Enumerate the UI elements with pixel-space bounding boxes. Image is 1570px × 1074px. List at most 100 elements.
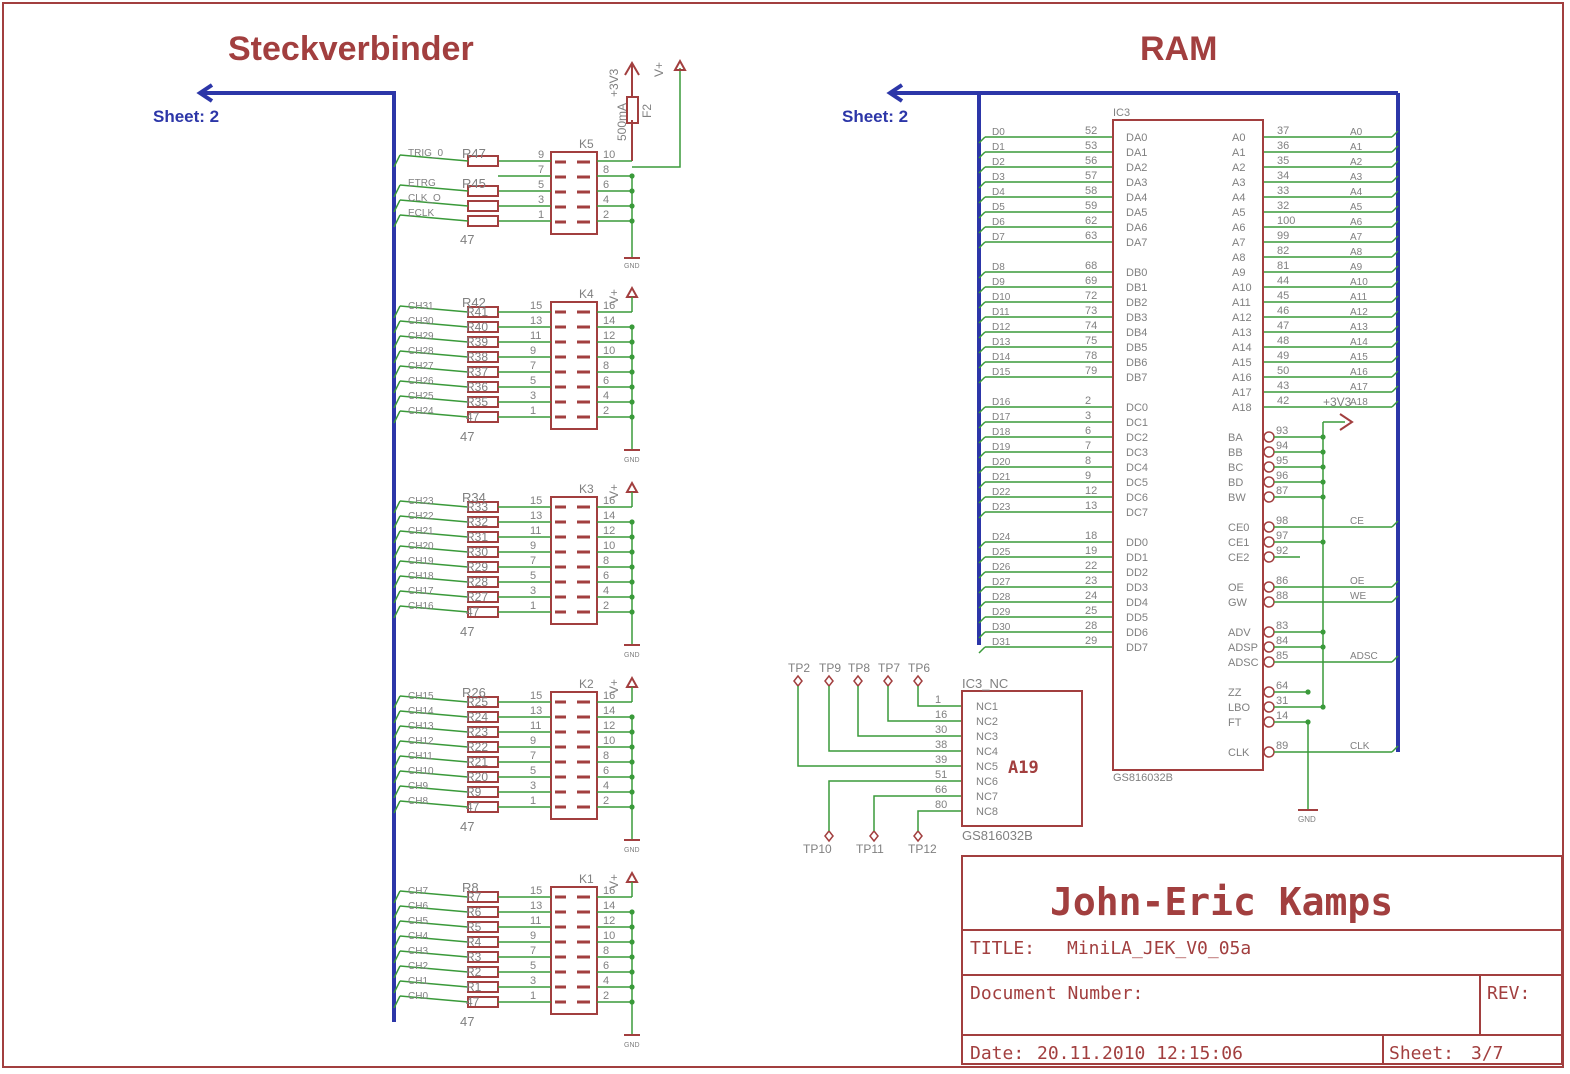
resistor-name: 47 [466, 410, 480, 424]
net-wire [399, 980, 469, 988]
resistor-name: R40 [466, 320, 488, 334]
net-wire [399, 695, 469, 703]
net-wire [1391, 130, 1399, 138]
pin-number: 2 [603, 405, 609, 417]
net-label: A4 [1350, 187, 1363, 198]
pin-number: 50 [1277, 365, 1289, 377]
net-label: OE [1350, 576, 1365, 587]
ic3nc-label: A19 [1008, 758, 1039, 778]
net-wire [399, 305, 469, 313]
net-wire [1391, 580, 1399, 588]
net-wire [393, 725, 401, 739]
net-label: A17 [1350, 382, 1368, 393]
pin-number: 85 [1276, 650, 1288, 662]
pin-signal: DC2 [1126, 432, 1148, 444]
pin-number: 96 [1276, 470, 1288, 482]
net-wire [1391, 175, 1399, 183]
net-wire [399, 785, 469, 793]
pin-number: 68 [1085, 260, 1097, 272]
pin-number: 94 [1276, 440, 1288, 452]
pin-number: 58 [1085, 185, 1097, 197]
section-title-connectors: Steckverbinder [228, 30, 474, 68]
document-number-label: Document Number: [970, 983, 1143, 1004]
net-label: CH5 [408, 916, 428, 927]
pin-signal: CLK [1228, 747, 1250, 759]
resistor-name: R23 [466, 725, 488, 739]
net-wire [399, 199, 469, 207]
ic3-body[interactable] [1112, 119, 1264, 771]
net-wire [978, 421, 986, 429]
net-label: D12 [992, 322, 1011, 333]
net-label: CH31 [408, 301, 434, 312]
net-wire [393, 380, 401, 394]
title-label: TITLE: [970, 938, 1035, 959]
net-wire [393, 530, 401, 544]
ic3nc-part: GS816032B [962, 828, 1033, 843]
net-wire [399, 395, 469, 403]
inverting-bubble-icon [1263, 686, 1275, 698]
net-label: D24 [992, 532, 1011, 543]
net-label: ADSC [1350, 651, 1378, 662]
pin-number: 33 [1277, 185, 1289, 197]
pin-number: 3 [538, 194, 544, 206]
supply-3v3-arrow-icon [624, 61, 640, 76]
supply-vplus-label: V+ [607, 289, 621, 304]
resistor-name: R33 [466, 500, 488, 514]
pin-number: 79 [1085, 365, 1097, 377]
net-wire [393, 935, 401, 949]
net-wire [399, 590, 469, 598]
pin-signal: NC5 [976, 761, 998, 773]
supply-vplus-label: V+ [607, 484, 621, 499]
sheet-ref-right[interactable]: Sheet: 2 [842, 107, 908, 126]
pin-signal: BC [1228, 462, 1243, 474]
resistor-name: R6 [466, 905, 482, 919]
net-wire [393, 605, 401, 619]
resistor-name: R35 [466, 395, 488, 409]
resistor-name: R9 [466, 785, 482, 799]
pin-signal: A18 [1232, 402, 1252, 414]
net-wire [399, 755, 469, 763]
net-label: CH1 [408, 976, 428, 987]
pin-number: 3 [530, 780, 536, 792]
pin-signal: DD1 [1126, 552, 1148, 564]
resistor-name: R41 [466, 305, 488, 319]
pin-signal: DA2 [1126, 162, 1147, 174]
ic3nc-body[interactable] [961, 690, 1083, 827]
pin-signal: A3 [1232, 177, 1245, 189]
net-label: D9 [992, 277, 1005, 288]
net-label: CH12 [408, 736, 434, 747]
pin-number: 1 [530, 795, 536, 807]
pin-number: 8 [603, 555, 609, 567]
testpoint-label: TP9 [819, 661, 841, 675]
pin-number: 1 [538, 209, 544, 221]
pin-number: 15 [530, 885, 542, 897]
testpoint-icon [853, 674, 863, 688]
net-wire [828, 780, 962, 831]
net-wire [978, 496, 986, 504]
pin-number: 10 [603, 735, 615, 747]
resistor-name: R2 [466, 965, 482, 979]
pin-number: 18 [1085, 530, 1097, 542]
net-label: D22 [992, 487, 1011, 498]
net-wire [393, 590, 401, 604]
net-wire [978, 136, 986, 144]
pin-number: 88 [1276, 590, 1288, 602]
pin-signal: DB7 [1126, 372, 1147, 384]
resistor-value: 47 [460, 819, 474, 834]
pin-signal: BD [1228, 477, 1243, 489]
pin-signal: NC6 [976, 776, 998, 788]
pin-signal: ZZ [1228, 687, 1242, 699]
inverting-bubble-icon [1263, 626, 1275, 638]
net-label: CH27 [408, 361, 434, 372]
pin-number: 6 [603, 375, 609, 387]
pin-number: 5 [530, 375, 536, 387]
pin-number: 6 [603, 179, 609, 191]
pin-number: 2 [1085, 395, 1091, 407]
pin-number: 28 [1085, 620, 1097, 632]
pin-number: 43 [1277, 380, 1289, 392]
net-label: CH13 [408, 721, 434, 732]
sheet-ref-left[interactable]: Sheet: 2 [153, 107, 219, 126]
resistor-name: R34 [462, 490, 486, 505]
net-wire [1391, 145, 1399, 153]
header-k3-body [550, 496, 598, 625]
